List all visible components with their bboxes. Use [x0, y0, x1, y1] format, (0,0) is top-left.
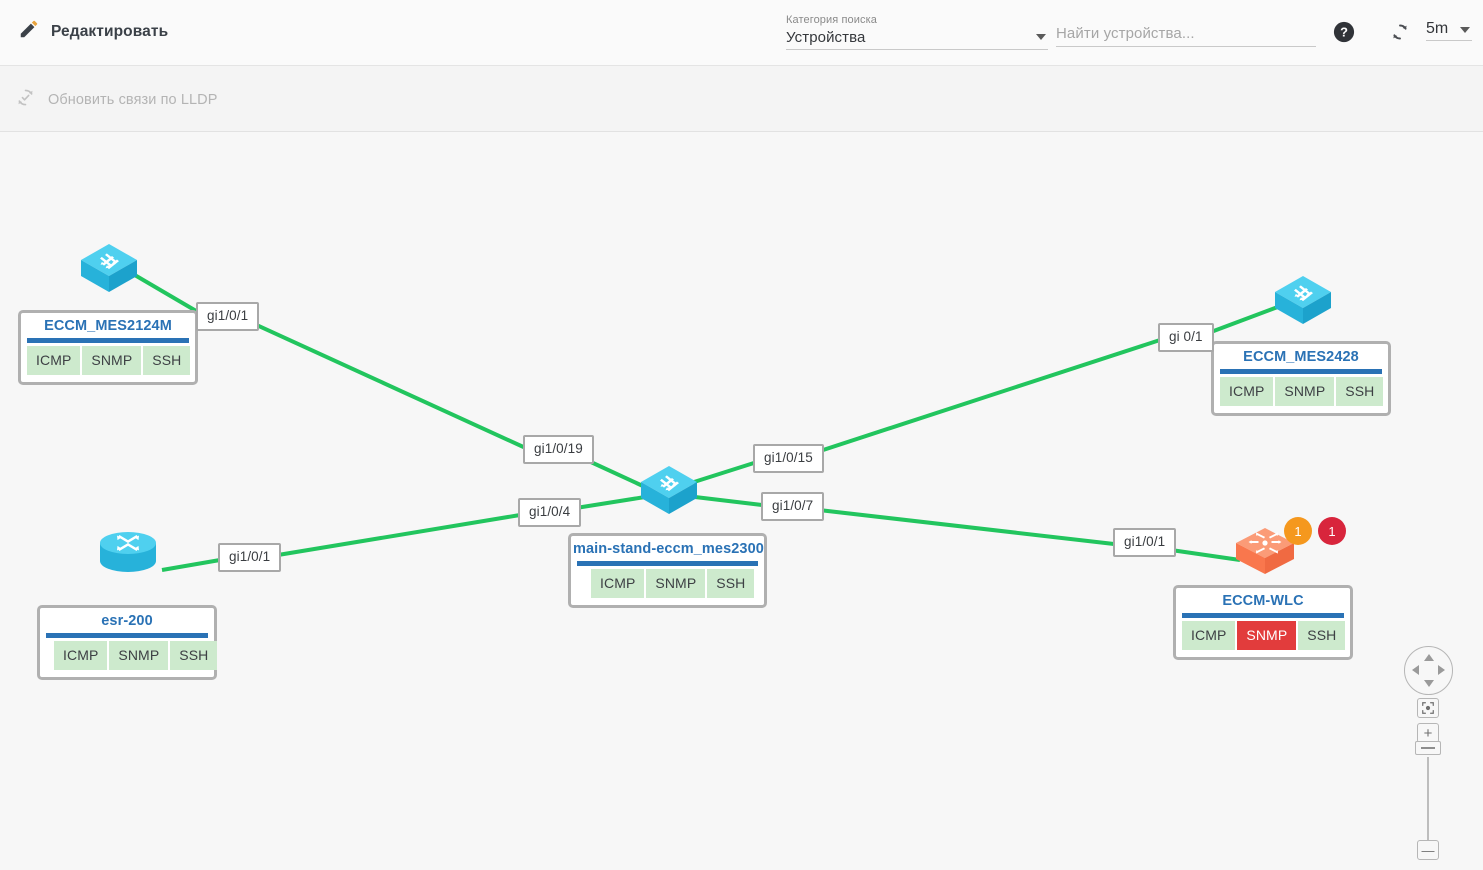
badge-count: 1: [1328, 523, 1336, 539]
link-label[interactable]: gi 0/1: [1158, 323, 1214, 352]
node-card-eccm-mes2124m[interactable]: ECCM_MES2124M ICMP SNMP SSH: [18, 310, 198, 385]
link-edge: [161, 558, 221, 572]
status-row: ICMP SNMP SSH: [591, 569, 755, 598]
pan-right-arrow-icon[interactable]: [1438, 665, 1445, 675]
status-cell-ssh[interactable]: SSH: [143, 346, 191, 375]
search-category-label: Категория поиска: [786, 14, 877, 26]
node-title: main-stand-eccm_mes2300: [573, 541, 764, 557]
chevron-down-icon: [1036, 34, 1046, 40]
link-label[interactable]: gi1/0/19: [523, 435, 594, 464]
link-edge: [694, 495, 763, 507]
zoom-out-label: —: [1421, 842, 1435, 858]
title-rule: [1182, 613, 1344, 618]
status-cell-snmp[interactable]: SNMP: [1237, 621, 1299, 650]
node-title: ECCM_MES2428: [1243, 349, 1359, 365]
fit-to-screen-icon: [1422, 702, 1434, 714]
switch-icon[interactable]: [1272, 272, 1334, 335]
node-title: ECCM_MES2124M: [44, 318, 172, 334]
status-cell-icmp[interactable]: ICMP: [54, 641, 110, 670]
pencil-icon: [18, 18, 40, 45]
link-edge: [816, 338, 1161, 454]
pan-down-arrow-icon[interactable]: [1424, 680, 1434, 687]
badge-count: 1: [1294, 523, 1302, 539]
search-placeholder: Найти устройства...: [1056, 25, 1195, 42]
help-circle-icon[interactable]: ?: [1333, 21, 1355, 43]
status-cell-snmp[interactable]: SNMP: [1275, 377, 1337, 406]
status-cell-icmp[interactable]: ICMP: [1182, 621, 1238, 650]
status-cell-ssh[interactable]: SSH: [1336, 377, 1384, 406]
status-cell-ssh[interactable]: SSH: [170, 641, 218, 670]
status-cell-snmp[interactable]: SNMP: [109, 641, 171, 670]
title-rule: [577, 561, 758, 566]
status-row: ICMP SNMP SSH: [1182, 621, 1346, 650]
node-title: ECCM-WLC: [1222, 593, 1304, 609]
refresh-lldp-links-label: Обновить связи по LLDP: [48, 92, 218, 108]
topology-canvas[interactable]: 1 1 ECCM_MES2124M ICMP SNMP SSH ECCM_MES…: [0, 132, 1483, 870]
status-cell-ssh[interactable]: SSH: [1298, 621, 1346, 650]
status-cell-snmp[interactable]: SNMP: [646, 569, 708, 598]
link-label[interactable]: gi1/0/1: [1113, 528, 1177, 557]
search-category-value: Устройства: [786, 29, 866, 46]
zoom-slider-track[interactable]: [1427, 757, 1429, 841]
pan-left-arrow-icon[interactable]: [1412, 665, 1419, 675]
switch-icon[interactable]: [638, 462, 700, 525]
title-rule: [1220, 369, 1382, 374]
node-card-eccm-wlc[interactable]: ECCM-WLC ICMP SNMP SSH: [1173, 585, 1353, 660]
status-cell-snmp[interactable]: SNMP: [82, 346, 144, 375]
status-row: ICMP SNMP SSH: [54, 641, 218, 670]
access-point-icon[interactable]: [1233, 524, 1297, 587]
search-input[interactable]: Найти устройства...: [1056, 22, 1316, 47]
status-cell-icmp[interactable]: ICMP: [1220, 377, 1276, 406]
link-edge: [1210, 303, 1284, 334]
link-edge: [277, 513, 521, 557]
link-edge: [818, 508, 1115, 546]
link-label[interactable]: gi1/0/7: [761, 492, 825, 521]
search-category-select[interactable]: Категория поиска Устройства: [786, 14, 1048, 50]
status-cell-ssh[interactable]: SSH: [707, 569, 755, 598]
status-row: ICMP SNMP SSH: [27, 346, 191, 375]
edit-button[interactable]: Редактировать: [18, 18, 168, 45]
link-label[interactable]: gi1/0/1: [218, 543, 282, 572]
link-label[interactable]: gi1/0/15: [753, 444, 824, 473]
node-card-main-stand-eccm-mes2300[interactable]: main-stand-eccm_mes2300 ICMP SNMP SSH: [568, 533, 767, 608]
status-cell-icmp[interactable]: ICMP: [27, 346, 83, 375]
fit-to-screen-button[interactable]: [1417, 698, 1439, 718]
node-card-esr-200[interactable]: esr-200 ICMP SNMP SSH: [37, 605, 218, 680]
refresh-interval-select[interactable]: 5m: [1426, 18, 1472, 41]
status-badge[interactable]: 1: [1284, 517, 1312, 545]
topology-toolbar: Обновить связи по LLDP: [0, 66, 1483, 132]
link-edge: [575, 495, 646, 510]
link-label[interactable]: gi1/0/4: [518, 498, 582, 527]
edit-label: Редактировать: [51, 22, 169, 40]
link-edge: [1170, 548, 1241, 562]
title-rule: [27, 338, 189, 343]
svg-text:?: ?: [1340, 25, 1348, 40]
link-edge: [249, 320, 531, 452]
node-card-eccm-mes2428[interactable]: ECCM_MES2428 ICMP SNMP SSH: [1211, 341, 1391, 416]
router-icon[interactable]: [98, 525, 158, 586]
topology-links: [131, 272, 1284, 572]
refresh-interval-value: 5m: [1426, 20, 1449, 37]
refresh-lldp-links-button[interactable]: Обновить связи по LLDP: [14, 86, 218, 114]
link-label[interactable]: gi1/0/1: [196, 302, 260, 331]
refresh-check-icon: [14, 86, 37, 114]
pan-up-arrow-icon[interactable]: [1424, 654, 1434, 661]
status-cell-icmp[interactable]: ICMP: [591, 569, 647, 598]
status-row: ICMP SNMP SSH: [1220, 377, 1384, 406]
zoom-in-button[interactable]: +: [1417, 723, 1439, 743]
link-edge: [693, 460, 758, 484]
pan-compass-icon[interactable]: [1404, 646, 1453, 695]
switch-icon[interactable]: [78, 240, 140, 303]
link-edge: [131, 272, 205, 317]
zoom-slider-handle[interactable]: [1415, 741, 1441, 755]
refresh-icon[interactable]: [1388, 20, 1412, 44]
chevron-down-icon: [1460, 27, 1470, 33]
node-title: esr-200: [101, 613, 153, 629]
title-rule: [46, 633, 208, 638]
app-header: Редактировать Категория поиска Устройств…: [0, 0, 1483, 66]
zoom-out-button[interactable]: —: [1417, 840, 1439, 860]
zoom-in-label: +: [1423, 724, 1433, 742]
status-badge[interactable]: 1: [1318, 517, 1346, 545]
